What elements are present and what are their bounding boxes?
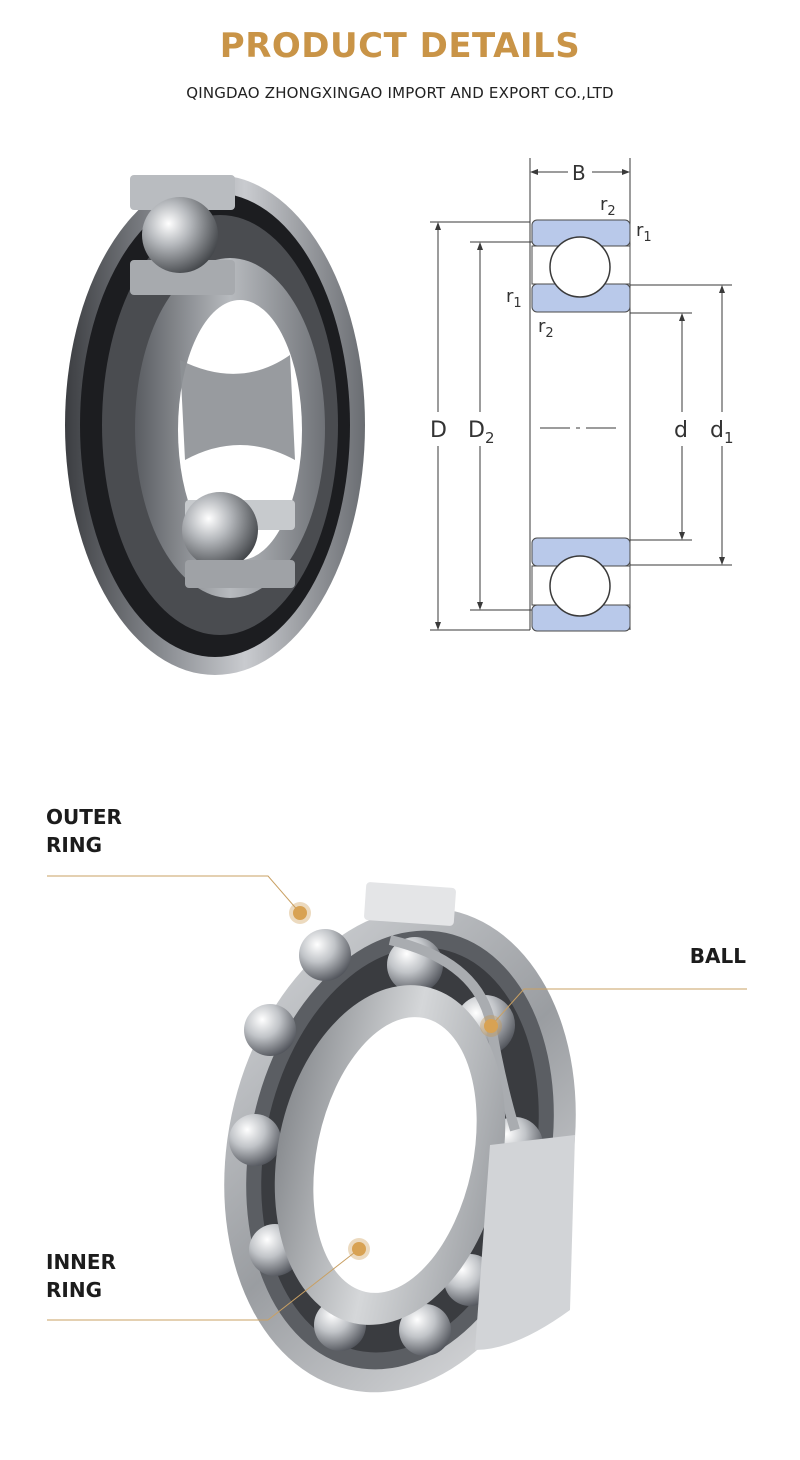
label-B: B: [572, 161, 586, 185]
svg-text:d1: d1: [710, 418, 734, 447]
dimension-diagram: B r2 r1 r1 r2 D D2 d d1: [430, 158, 734, 632]
svg-text:r1: r1: [506, 286, 522, 311]
label-d1: d: [710, 418, 724, 443]
svg-text:D2: D2: [468, 418, 495, 447]
cutaway-bearing-image: [65, 175, 365, 675]
company-name: QINGDAO ZHONGXINGAO IMPORT AND EXPORT CO…: [186, 84, 614, 102]
svg-text:r2: r2: [600, 194, 616, 219]
outer-ring-marker: [289, 902, 311, 924]
page-title: PRODUCT DETAILS: [219, 26, 581, 66]
label-D2: D: [468, 418, 485, 443]
svg-text:r1: r1: [636, 220, 652, 245]
label-d: d: [674, 418, 688, 443]
ball-label: BALL: [689, 944, 746, 968]
inner-ring-label: INNER RING: [46, 1250, 116, 1302]
outer-ring-label: OUTER RING: [46, 805, 122, 857]
ball-shape: [142, 197, 218, 273]
label-D: D: [430, 418, 447, 443]
bearing-photo: [224, 882, 576, 1393]
svg-text:r2: r2: [538, 316, 554, 341]
inner-ring-marker: [348, 1238, 370, 1260]
ball-marker: [480, 1015, 502, 1037]
